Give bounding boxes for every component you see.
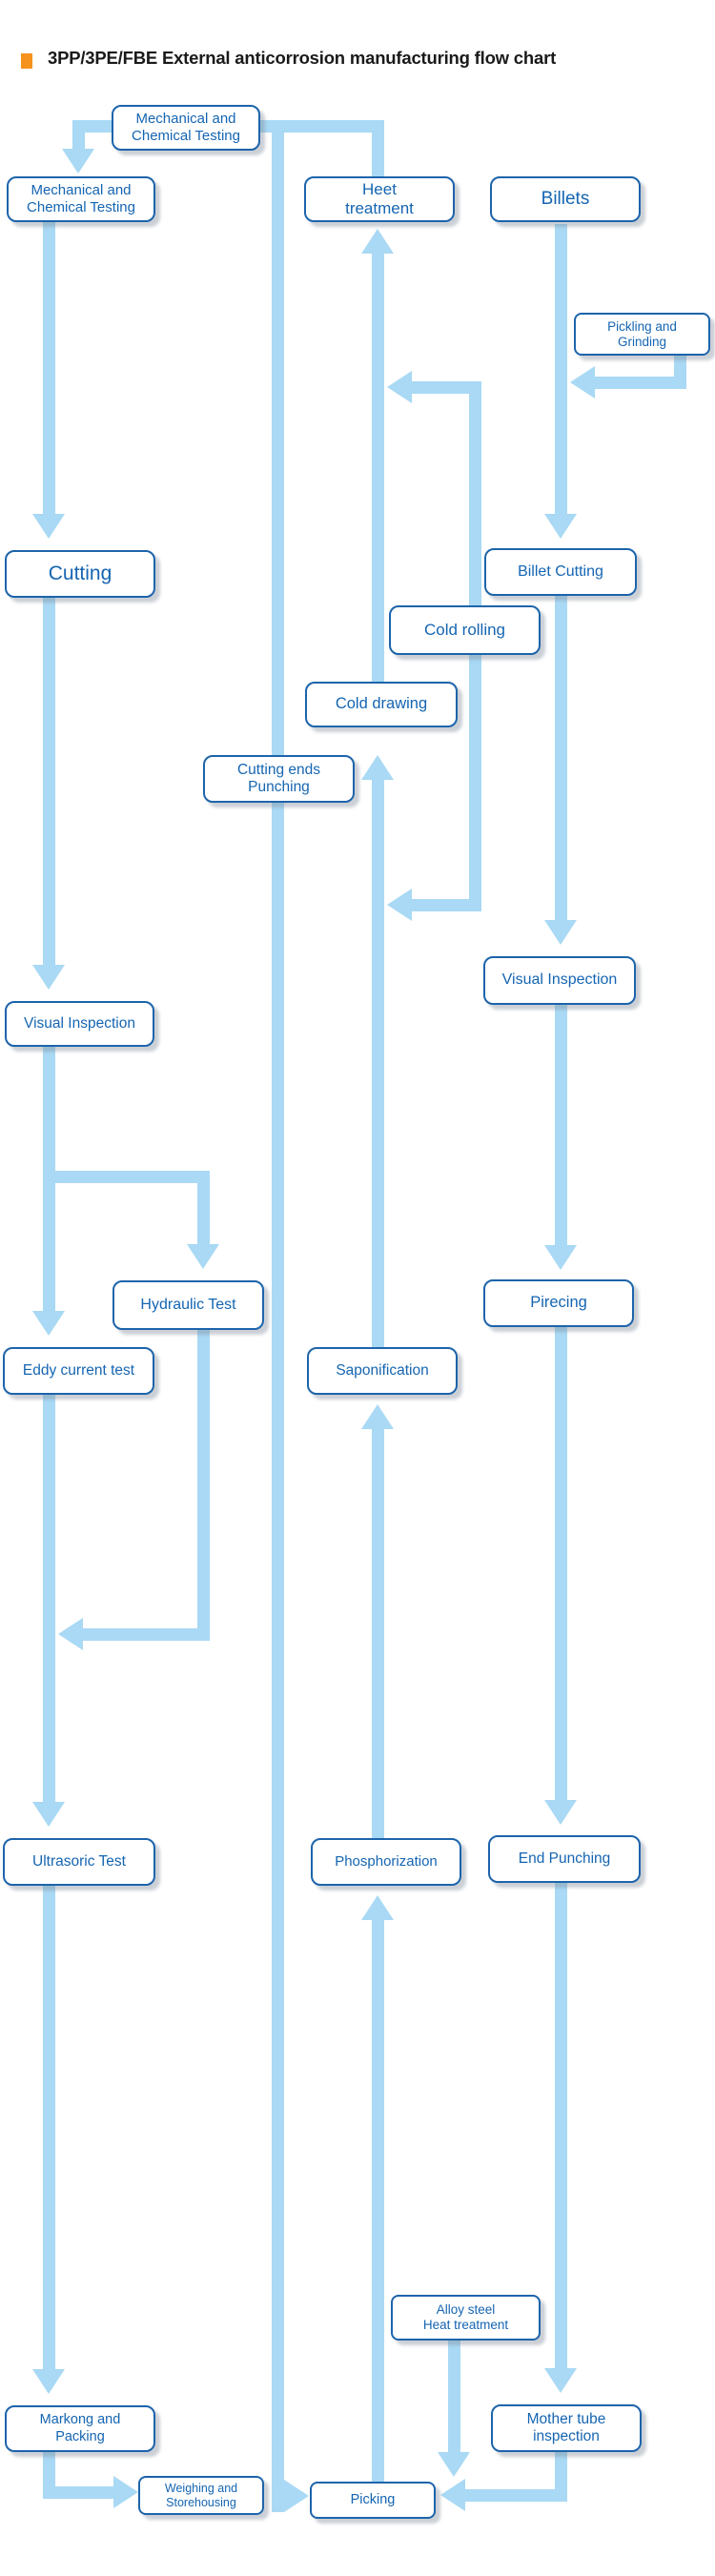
node-heet-treatment: Heet treatment [304, 176, 455, 222]
arrowhead-into-phosphorization-bottom [361, 1895, 394, 1920]
title-bullet-icon [21, 53, 32, 69]
line-ultrasoric-to-markong [43, 1886, 55, 2369]
arrowhead-hydraulic-merge [58, 1618, 83, 1650]
arrowhead-into-billetcutting [544, 514, 577, 539]
arrowhead-coldrolling-down-merge [387, 889, 412, 921]
line-coldrolling-up-vertical [469, 381, 481, 605]
node-billets: Billets [490, 176, 641, 222]
line-endpunching-to-mothertube [555, 1883, 567, 2368]
node-visual-inspection-right: Visual Inspection [483, 956, 636, 1005]
line-coldrolling-down-vertical [469, 655, 481, 906]
arrowhead-pickling-merge [570, 366, 595, 399]
node-pirecing: Pirecing [483, 1279, 634, 1327]
line-branch-to-hydraulic-horizontal [43, 1171, 210, 1183]
arrowhead-into-heet-bottom [361, 229, 394, 254]
node-cold-drawing: Cold drawing [305, 682, 458, 727]
arrowhead-into-ultrasoric [32, 1802, 65, 1827]
line-hydraulic-down [197, 1330, 210, 1635]
line-hydraulic-left [81, 1628, 210, 1641]
line-alloy-drop [448, 2341, 460, 2452]
node-visual-inspection-left: Visual Inspection [5, 1001, 154, 1047]
node-phosphorization: Phosphorization [311, 1838, 461, 1886]
node-billet-cutting: Billet Cutting [484, 548, 637, 596]
node-hydraulic-test: Hydraulic Test [112, 1280, 264, 1330]
arrowhead-into-cutting [32, 514, 65, 539]
arrowhead-into-mech-chem-left [62, 149, 94, 174]
arrowhead-into-picking-right [440, 2479, 465, 2511]
line-visualinspection-to-pirecing [555, 1005, 567, 1245]
node-end-punching: End Punching [488, 1835, 641, 1883]
node-mother-tube-inspection: Mother tube inspection [491, 2404, 642, 2452]
arrowhead-coldrolling-up-merge [387, 371, 412, 403]
node-mechanical-chemical-testing-left: Mechanical and Chemical Testing [7, 176, 155, 222]
line-pirecing-to-endpunching [555, 1327, 567, 1800]
node-eddy-current-test: Eddy current test [3, 1347, 154, 1395]
line-branch-to-hydraulic-vertical [197, 1171, 210, 1244]
line-cutting-to-visualinspection [43, 598, 55, 965]
arrowhead-into-colddrawing-bottom [361, 755, 394, 780]
line-picking-to-phosphorization [372, 1920, 384, 2482]
arrowhead-into-eddy [32, 1311, 65, 1336]
line-mechchem-to-cutting [43, 222, 55, 514]
line-billets-to-billetcutting [555, 224, 567, 514]
node-cold-rolling: Cold rolling [389, 605, 541, 655]
node-alloy-steel-heat-treatment: Alloy steel Heat treatment [391, 2295, 541, 2341]
node-picking: Picking [310, 2482, 436, 2519]
node-weighing-and-storehousing: Weighing and Storehousing [138, 2476, 264, 2515]
arrowhead-into-visualinspection-right [544, 920, 577, 945]
arrowhead-into-saponification-bottom [361, 1404, 394, 1429]
line-phosphorization-to-saponification [372, 1429, 384, 1838]
arrowhead-into-visualinspection-left [32, 965, 65, 990]
line-coldrolling-down-horizontal [410, 899, 481, 911]
line-markong-to-weighing [43, 2486, 113, 2499]
arrowhead-into-hydraulic [187, 1244, 219, 1269]
arrowhead-into-weighing [113, 2476, 138, 2508]
line-saponification-to-colddrawing [372, 780, 384, 1347]
node-cutting-ends-punching: Cutting ends Punching [203, 755, 355, 803]
line-mothertube-to-picking [463, 2489, 567, 2502]
line-top-left-elbow [72, 133, 85, 149]
arrowhead-into-pirecing [544, 1245, 577, 1270]
node-cutting: Cutting [5, 550, 155, 598]
line-pickling-drop [674, 355, 686, 378]
node-markong-and-packing: Markong and Packing [5, 2405, 155, 2452]
line-eddy-to-ultrasoric [43, 1395, 55, 1802]
line-long-center [272, 120, 284, 2512]
node-pickling-and-grinding: Pickling and Grinding [574, 313, 710, 356]
page-title: 3PP/3PE/FBE External anticorrosion manuf… [48, 48, 557, 68]
line-pickling-horizontal [591, 377, 686, 389]
arrowhead-into-picking-left [284, 2480, 309, 2512]
node-saponification: Saponification [307, 1347, 458, 1395]
line-colddrawing-to-heet [372, 254, 384, 682]
arrowhead-alloy-merge [438, 2452, 470, 2477]
arrowhead-into-endpunching [544, 1800, 577, 1825]
line-coldrolling-up-horizontal [410, 381, 481, 394]
node-ultrasoric-test: Ultrasoric Test [3, 1838, 155, 1886]
arrowhead-into-markong [32, 2369, 65, 2394]
arrowhead-into-mothertube [544, 2368, 577, 2393]
line-top-right-elbow-to-heet [372, 133, 384, 176]
node-mechanical-chemical-testing-top: Mechanical and Chemical Testing [112, 105, 260, 151]
line-billetcutting-to-visualinspection [555, 596, 567, 920]
